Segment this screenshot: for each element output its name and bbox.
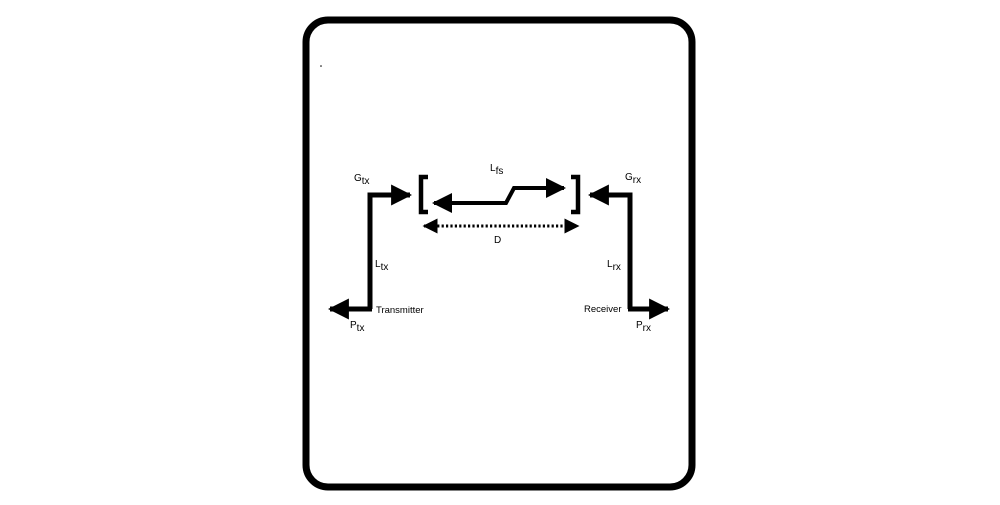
loss-rx-label: Lrx — [607, 259, 621, 273]
gain-tx-label: Gtx — [354, 173, 370, 187]
diagram-frame — [302, 16, 696, 491]
free-space-link-arrow — [432, 178, 566, 213]
receiver-path — [587, 184, 633, 309]
rx-antenna-bracket — [571, 174, 581, 215]
distance-label: D — [494, 235, 501, 246]
speck-dot — [320, 65, 322, 67]
gain-rx-label: Grx — [625, 172, 641, 186]
tx-antenna-bracket — [418, 174, 428, 215]
power-tx-label: Ptx — [350, 320, 364, 334]
loss-tx-label: Ltx — [375, 259, 388, 273]
free-space-loss-label: Lfs — [490, 163, 503, 177]
receiver-label: Receiver — [584, 304, 622, 315]
transmitter-path — [367, 184, 413, 309]
transmitter-label: Transmitter — [376, 305, 424, 316]
power-rx-label: Prx — [636, 320, 651, 334]
